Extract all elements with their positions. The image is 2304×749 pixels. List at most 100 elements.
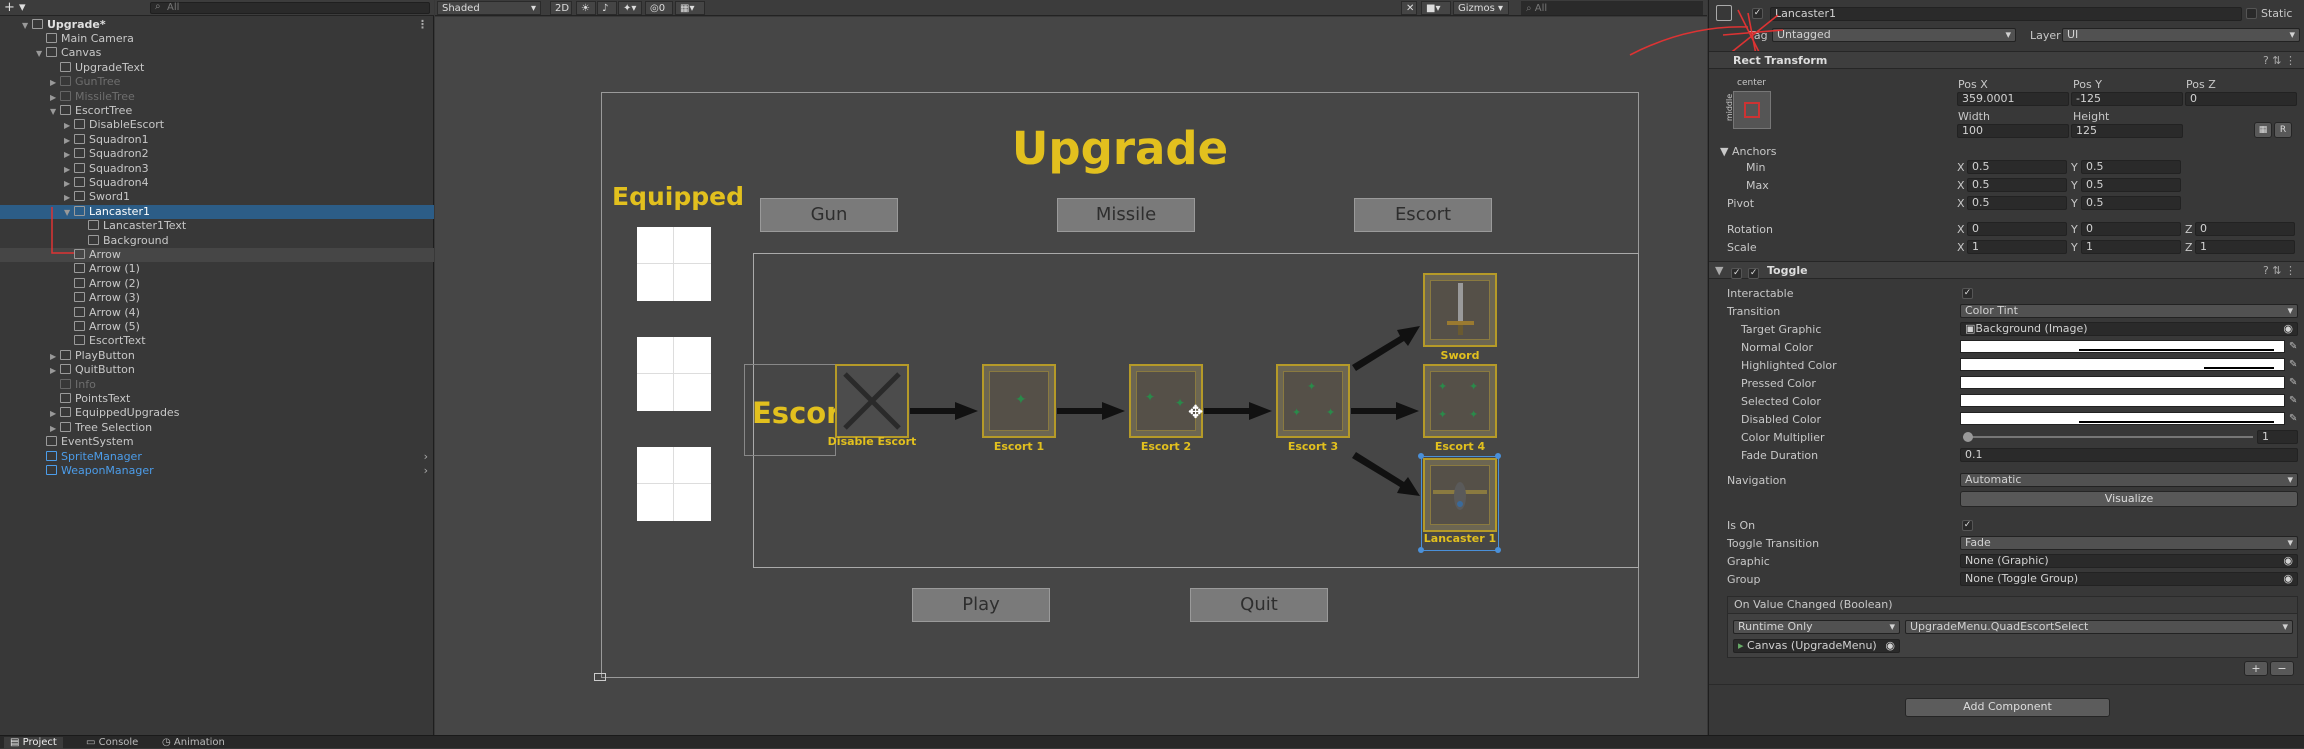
sword-node[interactable] xyxy=(1423,273,1497,347)
function-dropdown[interactable]: UpgradeMenu.QuadEscortSelect▾ xyxy=(1905,620,2293,634)
hierarchy-item[interactable]: EventSystem xyxy=(0,435,434,449)
anchors-foldout[interactable]: ▼ Anchors xyxy=(1720,145,1777,158)
component-menu-icons[interactable]: ? ⇅ ⋮ xyxy=(2262,54,2296,67)
expand-arrow-icon[interactable]: ▶ xyxy=(64,178,71,188)
vector-component-field[interactable]: 0.5 xyxy=(2081,196,2181,210)
lighting-icon[interactable]: ☀ xyxy=(576,1,596,15)
hierarchy-item[interactable]: Arrow (3) xyxy=(0,291,434,305)
open-prefab-icon[interactable]: › xyxy=(423,463,428,477)
add-component-button[interactable]: Add Component xyxy=(1905,698,2110,717)
gizmos-dropdown[interactable]: Gizmos ▾ xyxy=(1453,1,1509,15)
fade-duration-field[interactable]: 0.1 xyxy=(1960,448,2298,462)
hierarchy-item[interactable]: ▶Squadron1 xyxy=(0,133,434,147)
scene-search-input[interactable]: ⌕ All xyxy=(1521,1,1703,15)
hierarchy-item[interactable]: Main Camera xyxy=(0,32,434,46)
resize-handle[interactable] xyxy=(1418,547,1424,553)
hierarchy-item[interactable]: ▶Tree Selection xyxy=(0,421,434,435)
tag-dropdown[interactable]: Untagged▾ xyxy=(1772,28,2016,42)
vector-component-field[interactable]: 0.5 xyxy=(1967,196,2067,210)
vector-component-field[interactable]: 0.5 xyxy=(2081,178,2181,192)
camera-icon[interactable]: ■▾ xyxy=(1421,1,1451,15)
pos-y-field[interactable]: -125 xyxy=(2071,92,2183,106)
color-multiplier-field[interactable]: 1 xyxy=(2257,430,2298,444)
hierarchy-item[interactable]: EscortText xyxy=(0,334,434,348)
eyedropper-icon[interactable]: ✎ xyxy=(2289,413,2298,424)
object-picker-icon[interactable]: ◉ xyxy=(2283,572,2293,585)
add-event-button[interactable]: + xyxy=(2244,661,2268,676)
object-picker-icon[interactable]: ◉ xyxy=(1885,639,1895,652)
hierarchy-item[interactable]: ▶MissileTree xyxy=(0,90,434,104)
expand-arrow-icon[interactable]: ▶ xyxy=(64,164,71,174)
expand-arrow-icon[interactable]: ▶ xyxy=(50,423,57,433)
effects-icon[interactable]: ✦▾ xyxy=(618,1,642,15)
hierarchy-item[interactable]: ▶Squadron3 xyxy=(0,162,434,176)
expand-arrow-icon[interactable]: ▼ xyxy=(64,207,71,217)
tools-icon[interactable]: ✕ xyxy=(1401,1,1417,15)
anchor-preset-button[interactable] xyxy=(1733,91,1771,129)
tab-animation[interactable]: ◷ Animation xyxy=(162,737,225,748)
escort-tab-button[interactable]: Escort xyxy=(1354,198,1492,232)
hidden-count-icon[interactable]: ◎0 xyxy=(645,1,673,15)
height-field[interactable]: 125 xyxy=(2071,124,2183,138)
hierarchy-item[interactable]: ▶QuitButton xyxy=(0,363,434,377)
pressed-color-field[interactable] xyxy=(1960,376,2285,389)
hierarchy-item[interactable]: ▼Upgrade*⋮ xyxy=(0,18,434,32)
eyedropper-icon[interactable]: ✎ xyxy=(2289,341,2298,352)
open-prefab-icon[interactable]: › xyxy=(423,449,428,463)
active-checkbox[interactable]: ✓ xyxy=(1752,8,1763,19)
toggle-transition-dropdown[interactable]: Fade▾ xyxy=(1960,536,2298,550)
canvas-corner-handle[interactable] xyxy=(594,673,606,681)
object-picker-icon[interactable]: ◉ xyxy=(2283,554,2293,567)
hierarchy-item[interactable]: ▼Lancaster1 xyxy=(0,204,434,220)
group-field[interactable]: None (Toggle Group)◉ xyxy=(1960,572,2298,586)
runtime-dropdown[interactable]: Runtime Only▾ xyxy=(1733,620,1900,634)
object-name-field[interactable]: Lancaster1 xyxy=(1770,7,2242,21)
vector-component-field[interactable]: 1 xyxy=(2195,240,2295,254)
eyedropper-icon[interactable]: ✎ xyxy=(2289,377,2298,388)
object-picker-icon[interactable]: ◉ xyxy=(2283,322,2293,335)
pos-z-field[interactable]: 0 xyxy=(2185,92,2297,106)
hierarchy-item[interactable]: Arrow xyxy=(0,247,434,263)
hierarchy-item[interactable]: ▶GunTree xyxy=(0,75,434,89)
expand-arrow-icon[interactable]: ▶ xyxy=(50,409,57,419)
resize-handle[interactable] xyxy=(1495,453,1501,459)
hierarchy-item[interactable]: ▶PlayButton xyxy=(0,349,434,363)
component-menu-icons[interactable]: ? ⇅ ⋮ xyxy=(2262,264,2296,277)
expand-arrow-icon[interactable]: ▶ xyxy=(50,78,57,88)
hierarchy-search-input[interactable]: All xyxy=(150,2,430,14)
rect-transform-header[interactable]: Rect Transform ? ⇅ ⋮ xyxy=(1709,51,2304,69)
expand-arrow-icon[interactable]: ▼ xyxy=(50,106,57,116)
hierarchy-item[interactable]: ▼Canvas xyxy=(0,46,434,60)
expand-arrow-icon[interactable]: ▶ xyxy=(64,150,71,160)
hierarchy-item[interactable]: ▶Sword1 xyxy=(0,190,434,204)
blueprint-mode-button[interactable]: ▦ xyxy=(2254,122,2272,138)
remove-event-button[interactable]: − xyxy=(2270,661,2294,676)
play-button[interactable]: Play xyxy=(912,588,1050,622)
expand-arrow-icon[interactable]: ▶ xyxy=(50,92,57,102)
vector-component-field[interactable]: 0.5 xyxy=(1967,178,2067,192)
expand-arrow-icon[interactable]: ▶ xyxy=(64,135,71,145)
hierarchy-item[interactable]: UpgradeText xyxy=(0,61,434,75)
hierarchy-item[interactable]: SpriteManager› xyxy=(0,450,434,464)
audio-icon[interactable]: ♪ xyxy=(597,1,617,15)
shading-dropdown[interactable]: Shaded▾ xyxy=(437,1,541,15)
toggle-header[interactable]: ▼ ✓ ✓ Toggle ? ⇅ ⋮ xyxy=(1709,261,2304,279)
selection-rect[interactable] xyxy=(1421,456,1499,551)
transition-dropdown[interactable]: Color Tint▾ xyxy=(1960,304,2298,318)
normal-color-field[interactable] xyxy=(1960,340,2285,353)
expand-arrow-icon[interactable]: ▶ xyxy=(64,121,71,131)
eyedropper-icon[interactable]: ✎ xyxy=(2289,359,2298,370)
width-field[interactable]: 100 xyxy=(1957,124,2069,138)
create-button[interactable]: + ▾ xyxy=(4,0,26,15)
scene-menu-icon[interactable]: ⋮ xyxy=(417,17,428,31)
expand-arrow-icon[interactable]: ▶ xyxy=(64,193,71,203)
hierarchy-item[interactable]: ▶DisableEscort xyxy=(0,118,434,132)
selected-color-field[interactable] xyxy=(1960,394,2285,407)
vector-component-field[interactable]: 0 xyxy=(2081,222,2181,236)
2d-toggle[interactable]: 2D xyxy=(550,1,572,15)
color-multiplier-slider[interactable] xyxy=(1963,432,2253,442)
hierarchy-item[interactable]: Arrow (1) xyxy=(0,262,434,276)
vector-component-field[interactable]: 0.5 xyxy=(2081,160,2181,174)
resize-handle[interactable] xyxy=(1418,453,1424,459)
vector-component-field[interactable]: 0 xyxy=(2195,222,2295,236)
